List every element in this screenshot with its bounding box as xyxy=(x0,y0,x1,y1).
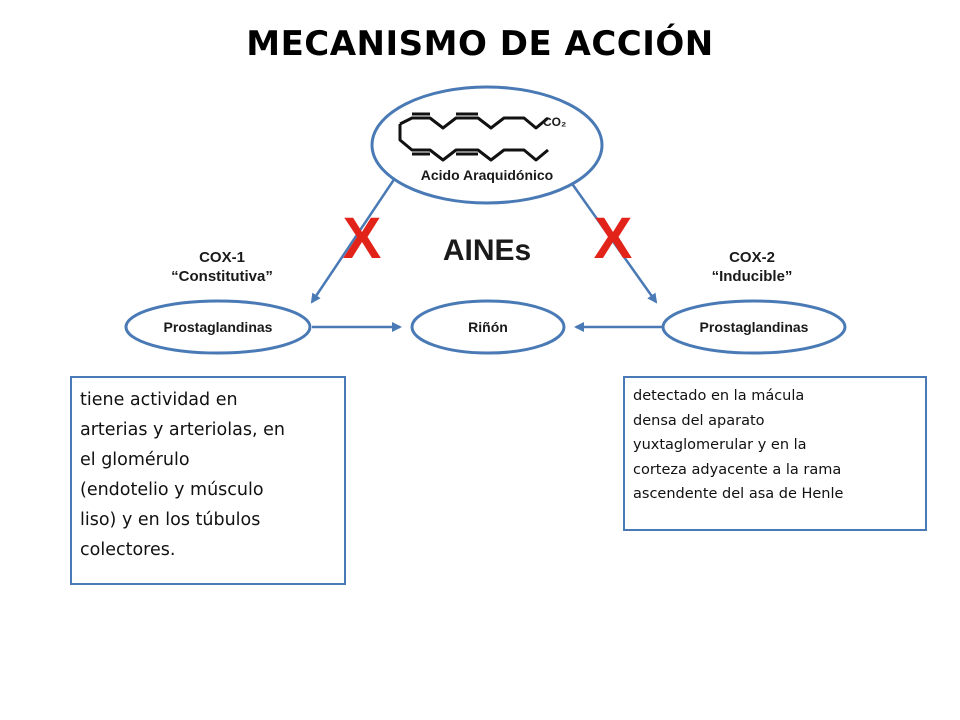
cox2-type: “Inducible” xyxy=(712,268,793,285)
block-mark-cox1: X xyxy=(343,206,382,271)
cox1-name: COX-1 xyxy=(199,249,245,266)
molecule-structure-icon xyxy=(398,112,549,162)
prostaglandins-cox1-label: Prostaglandinas xyxy=(164,319,273,335)
nsaids-label: AINEs xyxy=(443,234,531,267)
block-mark-cox2: X xyxy=(594,206,633,271)
arrow-to-cox2 xyxy=(566,177,658,304)
arachidonic-acid-node xyxy=(370,85,604,205)
cox2-note: detectado en la mácula densa del aparato… xyxy=(623,376,927,531)
arachidonic-acid-label: Acido Araquidónico xyxy=(421,167,553,183)
cox1-type: “Constitutiva” xyxy=(171,268,273,285)
kidney-label: Riñón xyxy=(468,319,508,335)
slide-title: MECANISMO DE ACCIÓN xyxy=(246,24,714,64)
arrow-to-cox1 xyxy=(310,177,397,304)
prostaglandins-cox2-node xyxy=(661,299,847,355)
kidney-node xyxy=(410,299,566,355)
cox1-note: tiene actividad en arterias y arteriolas… xyxy=(70,376,346,585)
prostaglandins-cox1-node xyxy=(124,299,312,355)
cox2-name: COX-2 xyxy=(729,249,775,266)
co2-label: CO₂ xyxy=(543,115,566,129)
prostaglandins-cox2-label: Prostaglandinas xyxy=(700,319,809,335)
